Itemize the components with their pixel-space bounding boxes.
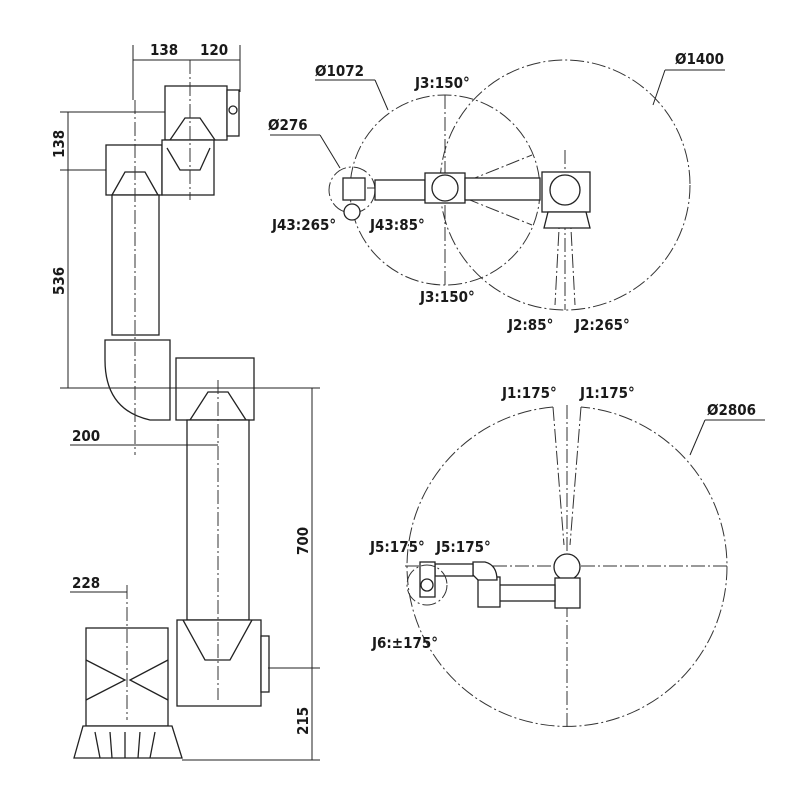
diameter-276-label: Ø276	[268, 116, 308, 134]
diameter-1072-label: Ø1072	[315, 62, 364, 80]
j43-left-label: J43:265°	[271, 216, 336, 234]
j43-right-label: J43:85°	[369, 216, 425, 234]
j1-left-label: J1:175°	[501, 384, 557, 402]
top-view-arm	[342, 171, 591, 229]
elbow-joint	[104, 339, 255, 421]
plan-view: J1:175° J1:175° Ø2806 J5:175° J5:175° J6…	[369, 384, 765, 730]
j6-label: J6:±175°	[371, 634, 438, 652]
diameter-2806-label: Ø2806	[707, 401, 756, 419]
plan-view-arm	[406, 553, 581, 609]
dim-536: 536	[50, 267, 68, 295]
j5-left-label: J5:175°	[369, 538, 425, 556]
j2-right-label: J2:265°	[574, 316, 630, 334]
dim-200: 200	[72, 427, 100, 445]
dim-138-left: 138	[50, 130, 68, 158]
side-view: 138 120 138 536 200 228 700 215	[50, 41, 320, 761]
shoulder-joint	[176, 619, 270, 707]
j3-top-label: J3:150°	[414, 74, 470, 92]
dim-215: 215	[294, 707, 312, 735]
dim-228: 228	[72, 574, 100, 592]
dim-120: 120	[200, 41, 228, 59]
base	[73, 627, 183, 759]
top-view: Ø1072 Ø1400 Ø276 J3:150° J3:150° J43:265…	[268, 50, 725, 334]
wrist-joint-middle	[105, 139, 215, 196]
j1-right-label: J1:175°	[579, 384, 635, 402]
j3-bottom-label: J3:150°	[419, 288, 475, 306]
dimension-lines	[60, 45, 320, 761]
wrist-joint-top	[164, 85, 240, 141]
j2-left-label: J2:85°	[507, 316, 553, 334]
dim-700: 700	[294, 527, 312, 555]
dim-138-top: 138	[150, 41, 178, 59]
diameter-1400-label: Ø1400	[675, 50, 724, 68]
j5-right-label: J5:175°	[435, 538, 491, 556]
